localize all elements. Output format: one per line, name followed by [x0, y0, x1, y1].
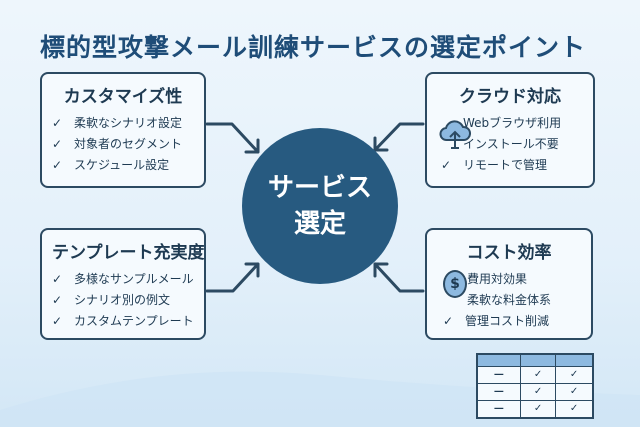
check-icon: ✓ [52, 314, 63, 328]
card-heading: コスト効率 [466, 243, 552, 263]
list-item: ✓ 柔軟なシナリオ設定 [52, 113, 194, 134]
list-item: ✓ カスタムテンプレート [52, 311, 194, 332]
center-label-2: 選定 [293, 209, 346, 239]
list-item: インストール不要 [437, 134, 583, 155]
center-label-1: サービス [267, 173, 372, 203]
item-text: 対象者のセグメント [74, 137, 183, 151]
item-text: 柔軟なシナリオ設定 [74, 116, 183, 130]
card-cloud: クラウド対応 Webブラウザ利用 インストール不要 ✓ リモートで管理 [425, 72, 595, 188]
item-text: カスタムテンプレート [74, 314, 194, 328]
list-item: ✓ シナリオ別の例文 [52, 290, 194, 311]
item-text: 管理コスト削減 [465, 314, 550, 328]
check-icon: ✓ [519, 382, 557, 401]
item-text: 柔軟な料金体系 [467, 293, 552, 307]
item-text: リモートで管理 [463, 158, 548, 172]
check-icon: ✓ [519, 365, 557, 384]
arrow-top-left [205, 122, 260, 154]
list-item: Webブラウザ利用 [437, 113, 583, 134]
check-icon: ✓ [52, 158, 63, 172]
card-customize: カスタマイズ性 ✓ 柔軟なシナリオ設定 ✓ 対象者のセグメント ✓ スケジュール設定 [40, 72, 206, 188]
item-text: スケジュール設定 [74, 158, 170, 172]
arrow-top-right [373, 122, 425, 152]
item-text: 費用対効果 [467, 272, 528, 286]
check-icon: ✓ [441, 158, 452, 172]
item-text: インストール不要 [463, 137, 559, 151]
check-icon: ✓ [443, 314, 454, 328]
item-text: 多様なサンプルメール [74, 272, 194, 286]
check-icon: ✓ [555, 365, 594, 384]
dollar-icon: $ [443, 270, 467, 298]
check-icon: ✓ [555, 399, 594, 419]
card-heading: クラウド対応 [459, 87, 561, 107]
cloud-upload-icon [439, 120, 471, 149]
card-heading: カスタマイズ性 [63, 87, 183, 107]
list-item: 柔軟な料金体系 [437, 290, 581, 311]
card-heading: テンプレート充実度 [52, 243, 205, 263]
arrow-bottom-left [205, 262, 260, 293]
card-template: テンプレート充実度 ✓ 多様なサンプルメール ✓ シナリオ別の例文 ✓ カスタムテンプ… [40, 228, 206, 340]
check-icon: ✓ [52, 293, 63, 307]
item-text: Webブラウザ利用 [463, 116, 562, 130]
check-icon: ✓ [519, 399, 557, 419]
comparison-table-icon: —✓✓ —✓✓ —✓✓ [476, 353, 594, 419]
page-title: 標的型攻撃メール訓練サービスの選定ポイント [40, 33, 587, 62]
card-cost: コスト効率 $ 費用対効果 柔軟な料金体系 ✓ 管理コスト削減 [425, 228, 593, 340]
center-circle: サービス 選定 [242, 128, 398, 284]
list-item: ✓ 対象者のセグメント [52, 134, 194, 155]
list-item: ✓ スケジュール設定 [52, 155, 194, 176]
check-icon: ✓ [52, 137, 63, 151]
list-item: ✓ 多様なサンプルメール [52, 269, 194, 290]
check-icon: ✓ [52, 116, 63, 130]
arrow-bottom-right [373, 262, 425, 293]
check-icon: ✓ [52, 272, 63, 286]
list-item: 費用対効果 [437, 269, 581, 290]
check-icon: ✓ [555, 382, 594, 401]
list-item: ✓ 管理コスト削減 [437, 311, 581, 332]
list-item: ✓ リモートで管理 [437, 155, 583, 176]
item-text: シナリオ別の例文 [74, 293, 171, 307]
